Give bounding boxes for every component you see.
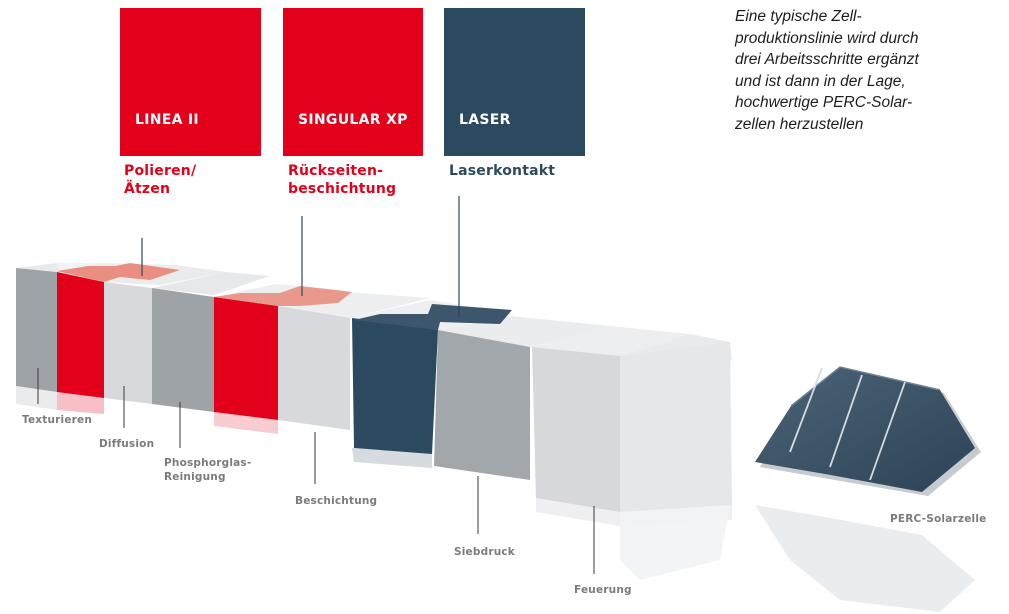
intro-text: Eine typische Zell- produktionslinie wir…	[735, 8, 919, 133]
busbar-2	[829, 374, 863, 468]
label-beschichtung: Beschichtung	[295, 495, 378, 507]
line-reflection	[16, 386, 732, 580]
machine-label-laser: LASER	[459, 112, 511, 128]
busbar-3	[869, 381, 906, 481]
perc-solar-cell	[755, 366, 981, 612]
module-front-faces	[16, 268, 732, 512]
step-pointer-lines	[141, 196, 460, 318]
machine-box-linea: LINEA II	[120, 8, 261, 156]
step-laserkontakt: Laserkontakt	[449, 163, 556, 179]
busbar-1	[789, 367, 823, 453]
label-phosphorglas-reinigung: Phosphorglas- Reinigung	[164, 457, 252, 483]
label-siebdruck: Siebdruck	[454, 546, 515, 558]
label-perc-solarzelle: PERC-Solarzelle	[890, 513, 987, 525]
top-highlights	[57, 263, 512, 330]
step-rueckseitenbeschichtung: Rückseiten- beschichtung	[288, 163, 397, 197]
machine-label-singular: SINGULAR XP	[298, 112, 408, 128]
machine-box-laser: LASER	[444, 8, 585, 156]
step-polieren-aetzen: Polieren/ Ätzen	[124, 163, 197, 197]
label-diffusion: Diffusion	[99, 438, 155, 450]
label-texturieren: Texturieren	[22, 414, 93, 426]
machine-label-linea: LINEA II	[135, 112, 199, 128]
machine-box-singular: SINGULAR XP	[283, 8, 423, 156]
process-pointer-lines	[37, 368, 595, 574]
label-feuerung: Feuerung	[574, 584, 632, 596]
